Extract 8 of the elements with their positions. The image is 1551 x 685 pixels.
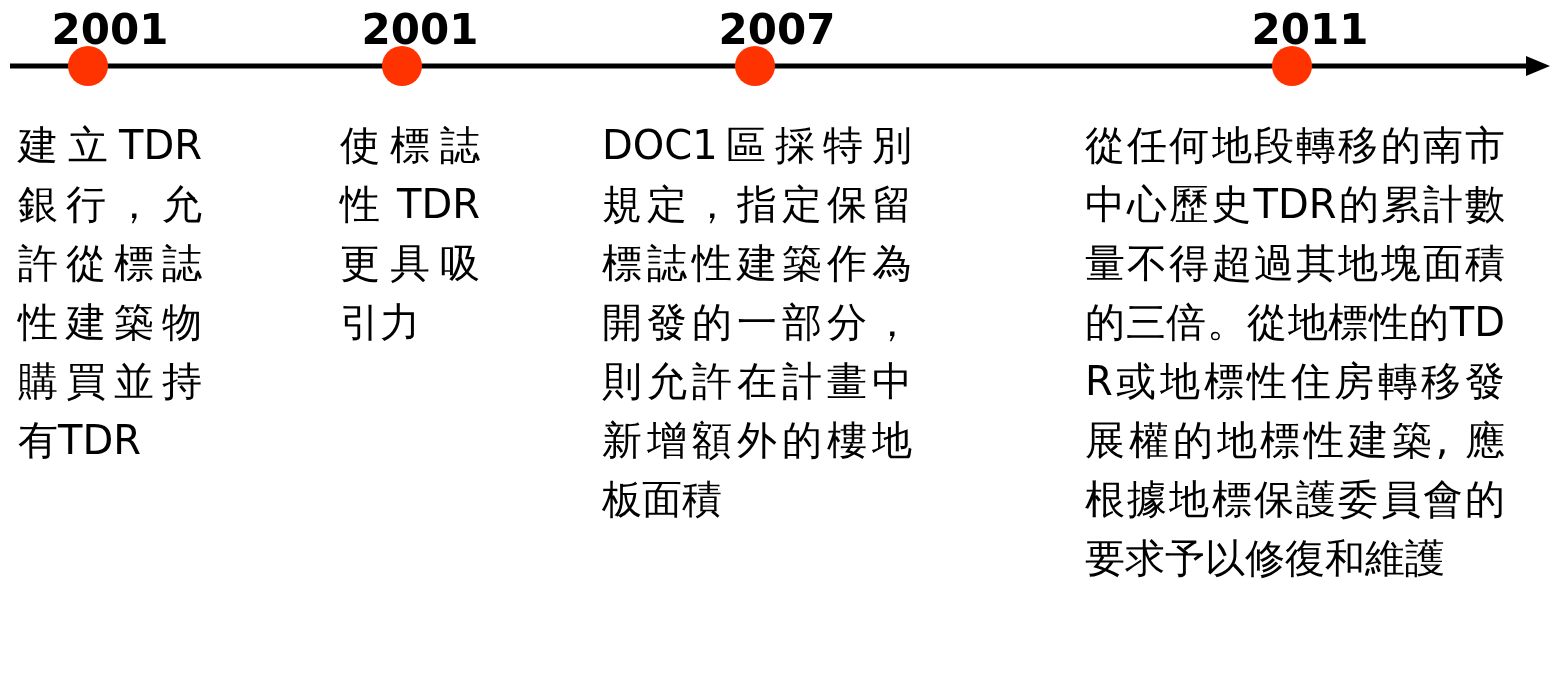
event-description: 使標誌性TDR更具吸引力 xyxy=(340,121,480,347)
year-label: 2011 xyxy=(1251,6,1369,54)
year-label: 2001 xyxy=(361,6,479,54)
event-description: 建立TDR銀行，允許從標誌性建築物購買並持有TDR xyxy=(18,121,202,465)
year-label: 2007 xyxy=(718,6,836,54)
event-description: 從任何地段轉移的南市中心歷史TDR的累計數量不得超過其地塊面積的三倍。從地標性的TDR或地標性住房轉移發展權的地標性建築, 應根據地標保護委員會的要求予以修復和維護 xyxy=(1085,121,1505,583)
event-description: DOC1區採特別規定，指定保留標誌性建築作為開發的一部分，則允許在計畫中新增額外的樓地板面積 xyxy=(602,121,912,524)
year-label: 2001 xyxy=(51,6,169,54)
